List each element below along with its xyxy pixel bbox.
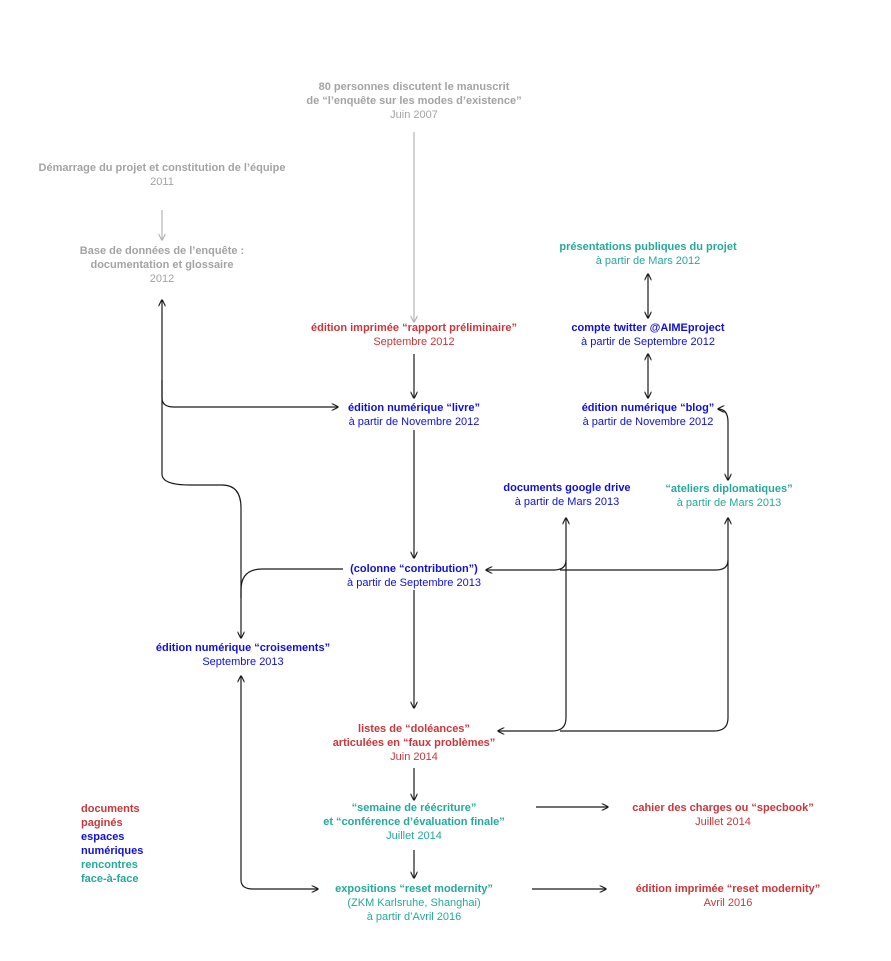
node-date: Septembre 2012 [373,336,455,348]
node-date: à partir de Mars 2012 [595,255,701,267]
node-base: Base de données de l’enquête : documenta… [30,244,294,286]
edge-base-croisements [161,380,241,638]
node-rapport: édition imprimée “rapport préliminaire” … [274,321,554,349]
node-title: édition imprimée “rapport préliminaire” [311,322,517,334]
edge-croisements-expositions [241,676,318,889]
node-title: (colonne “contribution”) [350,563,478,575]
node-date: 2011 [150,176,174,188]
node-date: à partir de Septembre 2013 [347,577,481,589]
node-date: à partir de Mars 2013 [514,496,620,508]
node-date: Juillet 2014 [695,816,751,828]
node-twitter: compte twitter @AIMEproject à partir de … [528,321,768,349]
node-title: édition numérique “livre” [347,402,481,414]
node-title: 80 personnes discutent le manuscrit de “… [306,81,522,107]
edge-base-livre [162,300,338,407]
node-title: “semaine de réécriture” et “conférence d… [323,802,505,828]
legend-item: rencontres [81,859,138,871]
node-blog: édition numérique “blog” à partir de Nov… [548,401,748,429]
node-title: présentations publiques du projet [559,241,737,253]
node-croisements: édition numérique “croisements” Septembr… [133,641,353,669]
node-title: édition imprimée “reset modernity” [635,883,821,895]
legend-item: face-à-face [81,873,139,885]
node-livre: édition numérique “livre” à partir de No… [314,401,514,429]
legend: documents paginés espaces numériques ren… [81,802,143,886]
node-title: Base de données de l’enquête : documenta… [79,245,245,271]
node-date: Septembre 2013 [202,656,284,668]
node-ateliers: “ateliers diplomatiques” à partir de Mar… [634,482,824,510]
node-doleances: listes de “doléances” articulées en “fau… [304,722,524,764]
node-date: Juillet 2014 [386,830,442,842]
node-manuscrit: 80 personnes discutent le manuscrit de “… [260,80,568,122]
legend-item: documents [81,803,140,815]
edge-contribution-croisements [240,568,343,598]
node-title: édition numérique “blog” [581,402,715,414]
node-title: listes de “doléances” articulées en “fau… [332,723,496,749]
node-title: documents google drive [503,482,631,494]
node-date: Juin 2014 [390,751,438,763]
node-date: 2012 [149,273,175,285]
node-presentations: présentations publiques du projet à part… [518,240,778,268]
node-title: édition numérique “croisements” [155,642,331,654]
node-date: Avril 2016 [703,897,753,909]
node-date: à partir de Novembre 2012 [582,416,714,428]
node-contribution: (colonne “contribution”) à partir de Sep… [314,562,514,590]
node-semaine: “semaine de réécriture” et “conférence d… [294,801,534,843]
node-title: Démarrage du projet et constitution de l… [38,162,286,174]
edge-google-doleances [498,560,567,731]
edge-ateliers-doleances [560,560,729,732]
node-title: compte twitter @AIMEproject [571,322,725,334]
edge-blog-ateliers [718,409,728,480]
node-specbook: cahier des charges ou “specbook” Juillet… [608,801,838,829]
legend-item: espaces [81,831,125,843]
node-date: à partir de Septembre 2012 [581,336,715,348]
node-date: à partir de Mars 2013 [676,497,782,509]
node-expositions: expositions “reset modernity” (ZKM Karls… [304,882,524,924]
node-date: à partir de Novembre 2012 [348,416,480,428]
node-google: documents google drive à partir de Mars … [472,481,662,509]
legend-item: numériques [81,845,144,857]
node-title: cahier des charges ou “specbook” [632,802,814,814]
node-title: “ateliers diplomatiques” [665,483,793,495]
node-imprimee-reset: édition imprimée “reset modernity” Avril… [608,882,848,910]
node-title: expositions “reset modernity” [335,883,493,895]
legend-item: paginés [81,817,123,829]
edge-ateliers-contribution [560,518,728,571]
node-demarrage: Démarrage du projet et constitution de l… [10,161,314,189]
node-date: (ZKM Karlsruhe, Shanghai) à partir d’Avr… [347,897,481,923]
node-date: Juin 2007 [390,109,438,121]
